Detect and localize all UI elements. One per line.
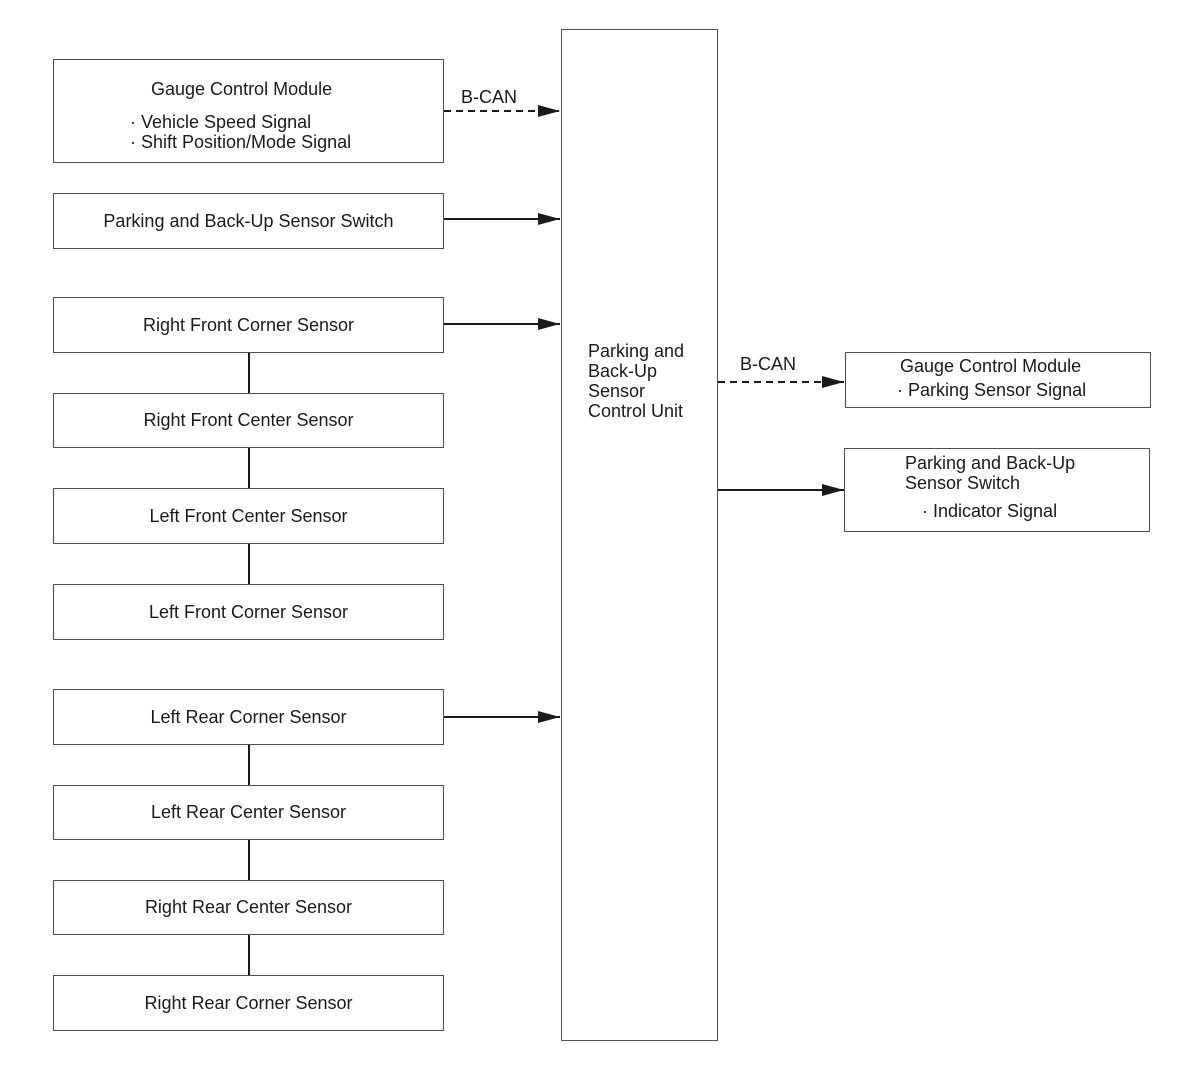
front-sensor-label: Right Front Center Sensor <box>143 410 354 430</box>
front-sensor-box: Left Front Center Sensor <box>53 488 444 544</box>
control-unit-line: Back-Up <box>588 361 658 381</box>
rear-sensor-label: Left Rear Corner Sensor <box>150 706 347 727</box>
output-gauge-control-module: Gauge Control Module · Parking Sensor Si… <box>845 352 1151 408</box>
control-unit-label: Parking and Back-Up Sensor Control Unit <box>588 341 684 421</box>
rear-sensor-box: Right Rear Center Sensor <box>53 880 444 935</box>
output-sensor-switch-line: Sensor Switch <box>905 473 1021 493</box>
front-sensor-box: Right Front Corner Sensor <box>53 297 444 353</box>
front-sensor-label: Left Front Corner Sensor <box>148 601 349 622</box>
output-gauge-signal: · Parking Sensor Signal <box>897 380 1087 400</box>
control-unit-line: Sensor <box>588 381 646 401</box>
bus-label-input: B-CAN <box>461 87 518 107</box>
control-unit-line: Parking and <box>588 341 685 361</box>
input-gauge-signal-speed: · Vehicle Speed Signal <box>130 112 312 132</box>
rear-sensor-label: Left Rear Center Sensor <box>150 802 347 822</box>
bus-label-output: B-CAN <box>740 354 797 374</box>
rear-sensor-box: Left Rear Center Sensor <box>53 785 444 840</box>
front-sensor-label: Left Front Center Sensor <box>149 505 348 526</box>
output-sensor-switch-line: Parking and Back-Up <box>905 453 1076 473</box>
rear-sensor-label: Right Rear Center Sensor <box>144 897 353 917</box>
front-sensor-label: Right Front Corner Sensor <box>142 314 355 335</box>
rear-sensor-box: Right Rear Corner Sensor <box>53 975 444 1031</box>
output-gauge-title: Gauge Control Module <box>900 356 1082 376</box>
control-unit-line: Control Unit <box>588 401 684 421</box>
control-unit: Parking and Back-Up Sensor Control Unit <box>561 29 718 1041</box>
rear-sensor-box: Left Rear Corner Sensor <box>53 689 444 745</box>
output-sensor-switch-title: Parking and Back-Up Sensor Switch <box>905 453 1075 493</box>
input-gauge-control-module: Gauge Control Module · Vehicle Speed Sig… <box>53 59 444 163</box>
front-sensor-box: Right Front Center Sensor <box>53 393 444 448</box>
rear-sensor-label: Right Rear Corner Sensor <box>144 992 353 1013</box>
input-gauge-title: Gauge Control Module <box>151 79 333 99</box>
input-sensor-switch: Parking and Back-Up Sensor Switch <box>53 193 444 249</box>
output-sensor-switch: Parking and Back-Up Sensor Switch · Indi… <box>844 448 1150 532</box>
input-gauge-signal-shift: · Shift Position/Mode Signal <box>130 132 352 152</box>
front-sensor-box: Left Front Corner Sensor <box>53 584 444 640</box>
output-sensor-switch-signal: · Indicator Signal <box>922 501 1058 521</box>
input-sensor-switch-label: Parking and Back-Up Sensor Switch <box>103 210 394 231</box>
